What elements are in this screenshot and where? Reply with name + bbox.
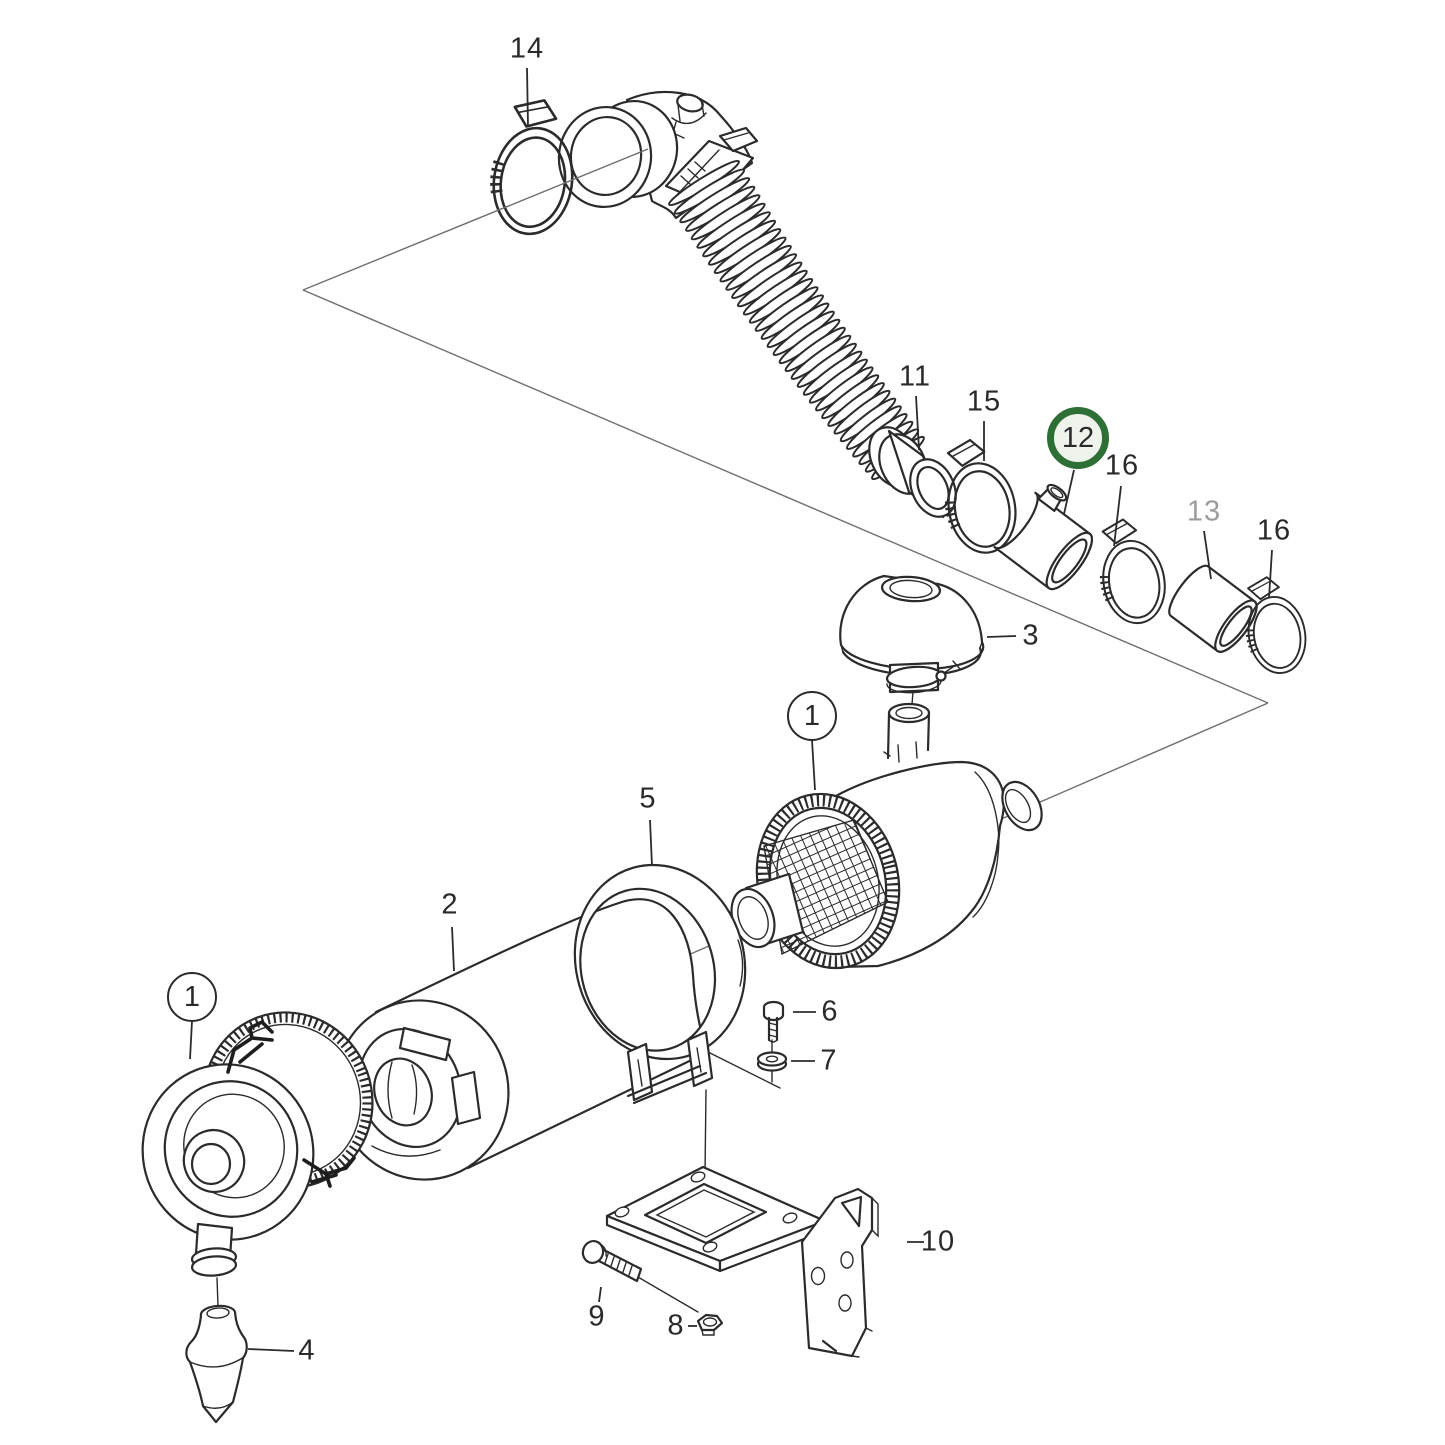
- dust-valve-4: [185, 1304, 248, 1424]
- callout-1l: 1: [167, 972, 217, 1022]
- cap-clamp: [885, 660, 961, 694]
- leader-12: [1063, 469, 1075, 515]
- filter-element-2: [326, 898, 708, 1181]
- housing-outlet: [1001, 780, 1043, 832]
- leader-16a: [1113, 485, 1122, 547]
- elbow-flange: [557, 105, 653, 209]
- leader-1l: [189, 1020, 193, 1060]
- leader-9: [598, 1286, 602, 1303]
- leader-14: [526, 67, 529, 127]
- leader-16b: [1268, 549, 1273, 599]
- end-cap-1: [141, 1011, 374, 1277]
- air-cleaner-housing-1: [730, 702, 1043, 970]
- callout-3: 3: [1022, 619, 1040, 652]
- callout-11: 11: [898, 360, 932, 393]
- hose-end-11: [868, 426, 957, 519]
- leader-3: [986, 635, 1017, 638]
- callout-16a: 16: [1104, 449, 1140, 482]
- leader-2: [451, 926, 455, 972]
- hose-13: [1168, 564, 1258, 653]
- callout-5: 5: [639, 782, 657, 815]
- leader-5: [649, 819, 653, 867]
- callout-15: 15: [966, 385, 1002, 418]
- reference-edge-upper: [302, 148, 649, 291]
- mounting-band-5: [573, 863, 747, 1105]
- callout-12[interactable]: 12: [1047, 407, 1109, 469]
- callout-4: 4: [298, 1334, 316, 1367]
- leader-4: [247, 1348, 295, 1352]
- nut-8: [696, 1313, 724, 1336]
- washer-7: [756, 1051, 788, 1072]
- pre-cleaner-cap-3: [839, 574, 985, 677]
- callout-16b: 16: [1256, 514, 1292, 547]
- housing-inlet: [887, 702, 931, 724]
- callout-6: 6: [821, 995, 839, 1028]
- leader-13: [1203, 530, 1212, 580]
- callout-13: 13: [1186, 495, 1222, 528]
- bracket-flange: [800, 1187, 874, 1358]
- callout-9: 9: [588, 1300, 606, 1333]
- callout-7: 7: [820, 1044, 838, 1077]
- leader-lines: [189, 67, 1273, 1352]
- latch-clip-right: [302, 1156, 356, 1188]
- callout-1r: 1: [787, 691, 837, 741]
- latch-clip-top: [226, 1020, 274, 1074]
- screw-9: [581, 1239, 643, 1283]
- callout-10: 10: [920, 1225, 956, 1258]
- hose-clamp-16a: [1093, 514, 1171, 628]
- intake-elbow: [557, 90, 754, 220]
- mounting-bracket-10: [605, 1165, 879, 1358]
- callout-14: 14: [509, 32, 545, 65]
- leader-11: [915, 395, 920, 451]
- leader-1r: [811, 739, 816, 791]
- callout-8: 8: [667, 1309, 685, 1342]
- callout-2: 2: [441, 888, 459, 921]
- valve-guide-line: [216, 1277, 219, 1307]
- bolt-6: [762, 1000, 785, 1043]
- connector-hose-12: [993, 483, 1093, 591]
